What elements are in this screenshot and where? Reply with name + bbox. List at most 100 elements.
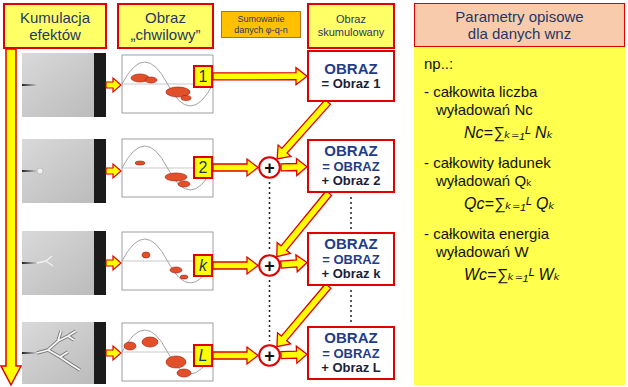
plane-electrode — [94, 231, 106, 295]
needle-electrode — [22, 170, 37, 172]
intro-text: np..: — [424, 55, 617, 73]
flow-arrow — [213, 68, 307, 85]
parameter-text: - całkowita liczba wyładowań Nc — [424, 83, 611, 119]
result-text: + Obraz k — [312, 267, 390, 281]
label-text: Obraz „chwilowy” — [123, 9, 208, 44]
plot-frame — [122, 232, 213, 290]
pd-cluster — [135, 161, 145, 165]
callout-box: 2 — [193, 156, 213, 179]
flow-arrow — [281, 346, 307, 363]
needle-electrode — [22, 352, 37, 354]
header-box: Parametry opisowe dla danych wnz — [414, 3, 625, 47]
callout-number: k — [195, 258, 211, 274]
photo-ground — [22, 53, 106, 117]
header-box: Obraz „chwilowy” — [117, 3, 214, 49]
plane-electrode — [94, 139, 106, 203]
result-box: OBRAZ= OBRAZ+ Obraz k — [307, 232, 395, 286]
pd-cluster — [145, 77, 157, 83]
header-box: Kumulacja efektów — [3, 3, 107, 49]
result-heading: OBRAZ — [312, 61, 390, 78]
sum-circle: + — [258, 344, 281, 367]
pd-cluster — [180, 275, 188, 279]
label-text: + — [258, 159, 281, 177]
result-heading: OBRAZ — [312, 330, 390, 347]
flow-arrow — [213, 347, 258, 364]
plot-frame — [122, 55, 213, 113]
result-text: + Obraz 2 — [312, 174, 390, 188]
result-text: = OBRAZ — [312, 347, 390, 361]
label-text: Sumowanie danych φ-q-n — [225, 14, 297, 35]
discharge-photo — [22, 53, 106, 117]
flow-arrow — [106, 346, 121, 360]
discharge-photo — [22, 139, 106, 203]
pd-cluster — [142, 252, 150, 258]
callout-box: 1 — [193, 65, 213, 88]
ellipsis-line — [350, 197, 352, 229]
pd-cluster — [177, 369, 191, 377]
sine-wave — [122, 146, 213, 190]
label-text: Parametry opisowe dla danych wnz — [445, 8, 595, 43]
discharge-photo — [22, 322, 106, 384]
result-heading: OBRAZ — [312, 236, 390, 253]
electrical-tree — [37, 331, 80, 370]
header-box: Obraz skumulowany — [307, 3, 395, 49]
pd-cluster — [166, 356, 186, 368]
discharge-spot — [37, 168, 43, 174]
electrical-tree — [37, 331, 80, 370]
result-text: = OBRAZ — [312, 160, 390, 174]
result-text: = Obraz 1 — [312, 77, 390, 91]
label-text: Obraz skumulowany — [313, 13, 389, 38]
formula-text: Wc=∑ₖ₌₁ᴸ Wₖ — [424, 265, 617, 284]
sine-wave — [122, 330, 213, 374]
ellipsis-line — [269, 280, 271, 341]
callout-number: L — [195, 348, 211, 364]
cumulation-arrow — [1, 49, 21, 385]
note-box: Sumowanie danych φ-q-n — [221, 11, 301, 38]
label-text: Kumulacja efektów — [9, 9, 101, 44]
plane-electrode — [94, 53, 106, 117]
photo-ground — [22, 322, 106, 384]
callout-box: L — [193, 344, 213, 367]
flow-arrow — [281, 159, 307, 176]
ellipsis-line — [269, 182, 271, 251]
photo-ground — [22, 231, 106, 295]
parameter-text: - całkowita energia wyładowań W — [424, 225, 611, 261]
sine-wave — [122, 62, 213, 106]
parameter-panel: np..: - całkowita liczba wyładowań Nc Nc=∑… — [414, 47, 625, 385]
callout-number: 1 — [195, 69, 211, 85]
parameter-text: - całkowity ładunek wyładowań Qₖ — [424, 154, 611, 190]
formula-text: Nc=∑ₖ₌₁ᴸ Nₖ — [424, 123, 617, 142]
pd-cluster — [124, 342, 136, 350]
needle-electrode — [22, 262, 37, 264]
sum-circle: + — [258, 156, 281, 179]
photo-ground — [22, 139, 106, 203]
flow-arrow — [213, 257, 258, 274]
result-box: OBRAZ= OBRAZ+ Obraz 2 — [307, 139, 395, 193]
plot-frame — [122, 323, 213, 381]
plane-electrode — [94, 322, 106, 384]
flow-arrow — [106, 164, 121, 178]
label-text: + — [258, 257, 281, 275]
pd-cluster — [181, 96, 191, 101]
formula-text: Qc=∑ₖ₌₁ᴸ Qₖ — [424, 194, 617, 213]
result-box: OBRAZ= OBRAZ+ Obraz L — [307, 326, 395, 380]
sum-circle: + — [258, 254, 281, 277]
needle-electrode — [22, 84, 37, 86]
prpd-plot — [122, 232, 213, 290]
flow-arrow — [106, 256, 121, 270]
result-text: + Obraz L — [312, 361, 390, 375]
pd-cluster — [178, 181, 190, 187]
pd-cluster — [170, 267, 182, 273]
result-text: = OBRAZ — [312, 253, 390, 267]
sine-wave — [122, 239, 213, 283]
discharge-photo — [22, 231, 106, 295]
label-text: + — [258, 347, 281, 365]
ellipsis-line — [350, 290, 352, 323]
electrical-tree — [37, 256, 53, 266]
result-heading: OBRAZ — [312, 143, 390, 160]
flow-arrow — [281, 255, 307, 272]
result-box: OBRAZ= Obraz 1 — [307, 50, 395, 102]
callout-number: 2 — [195, 160, 211, 176]
flow-arrow — [213, 159, 258, 176]
